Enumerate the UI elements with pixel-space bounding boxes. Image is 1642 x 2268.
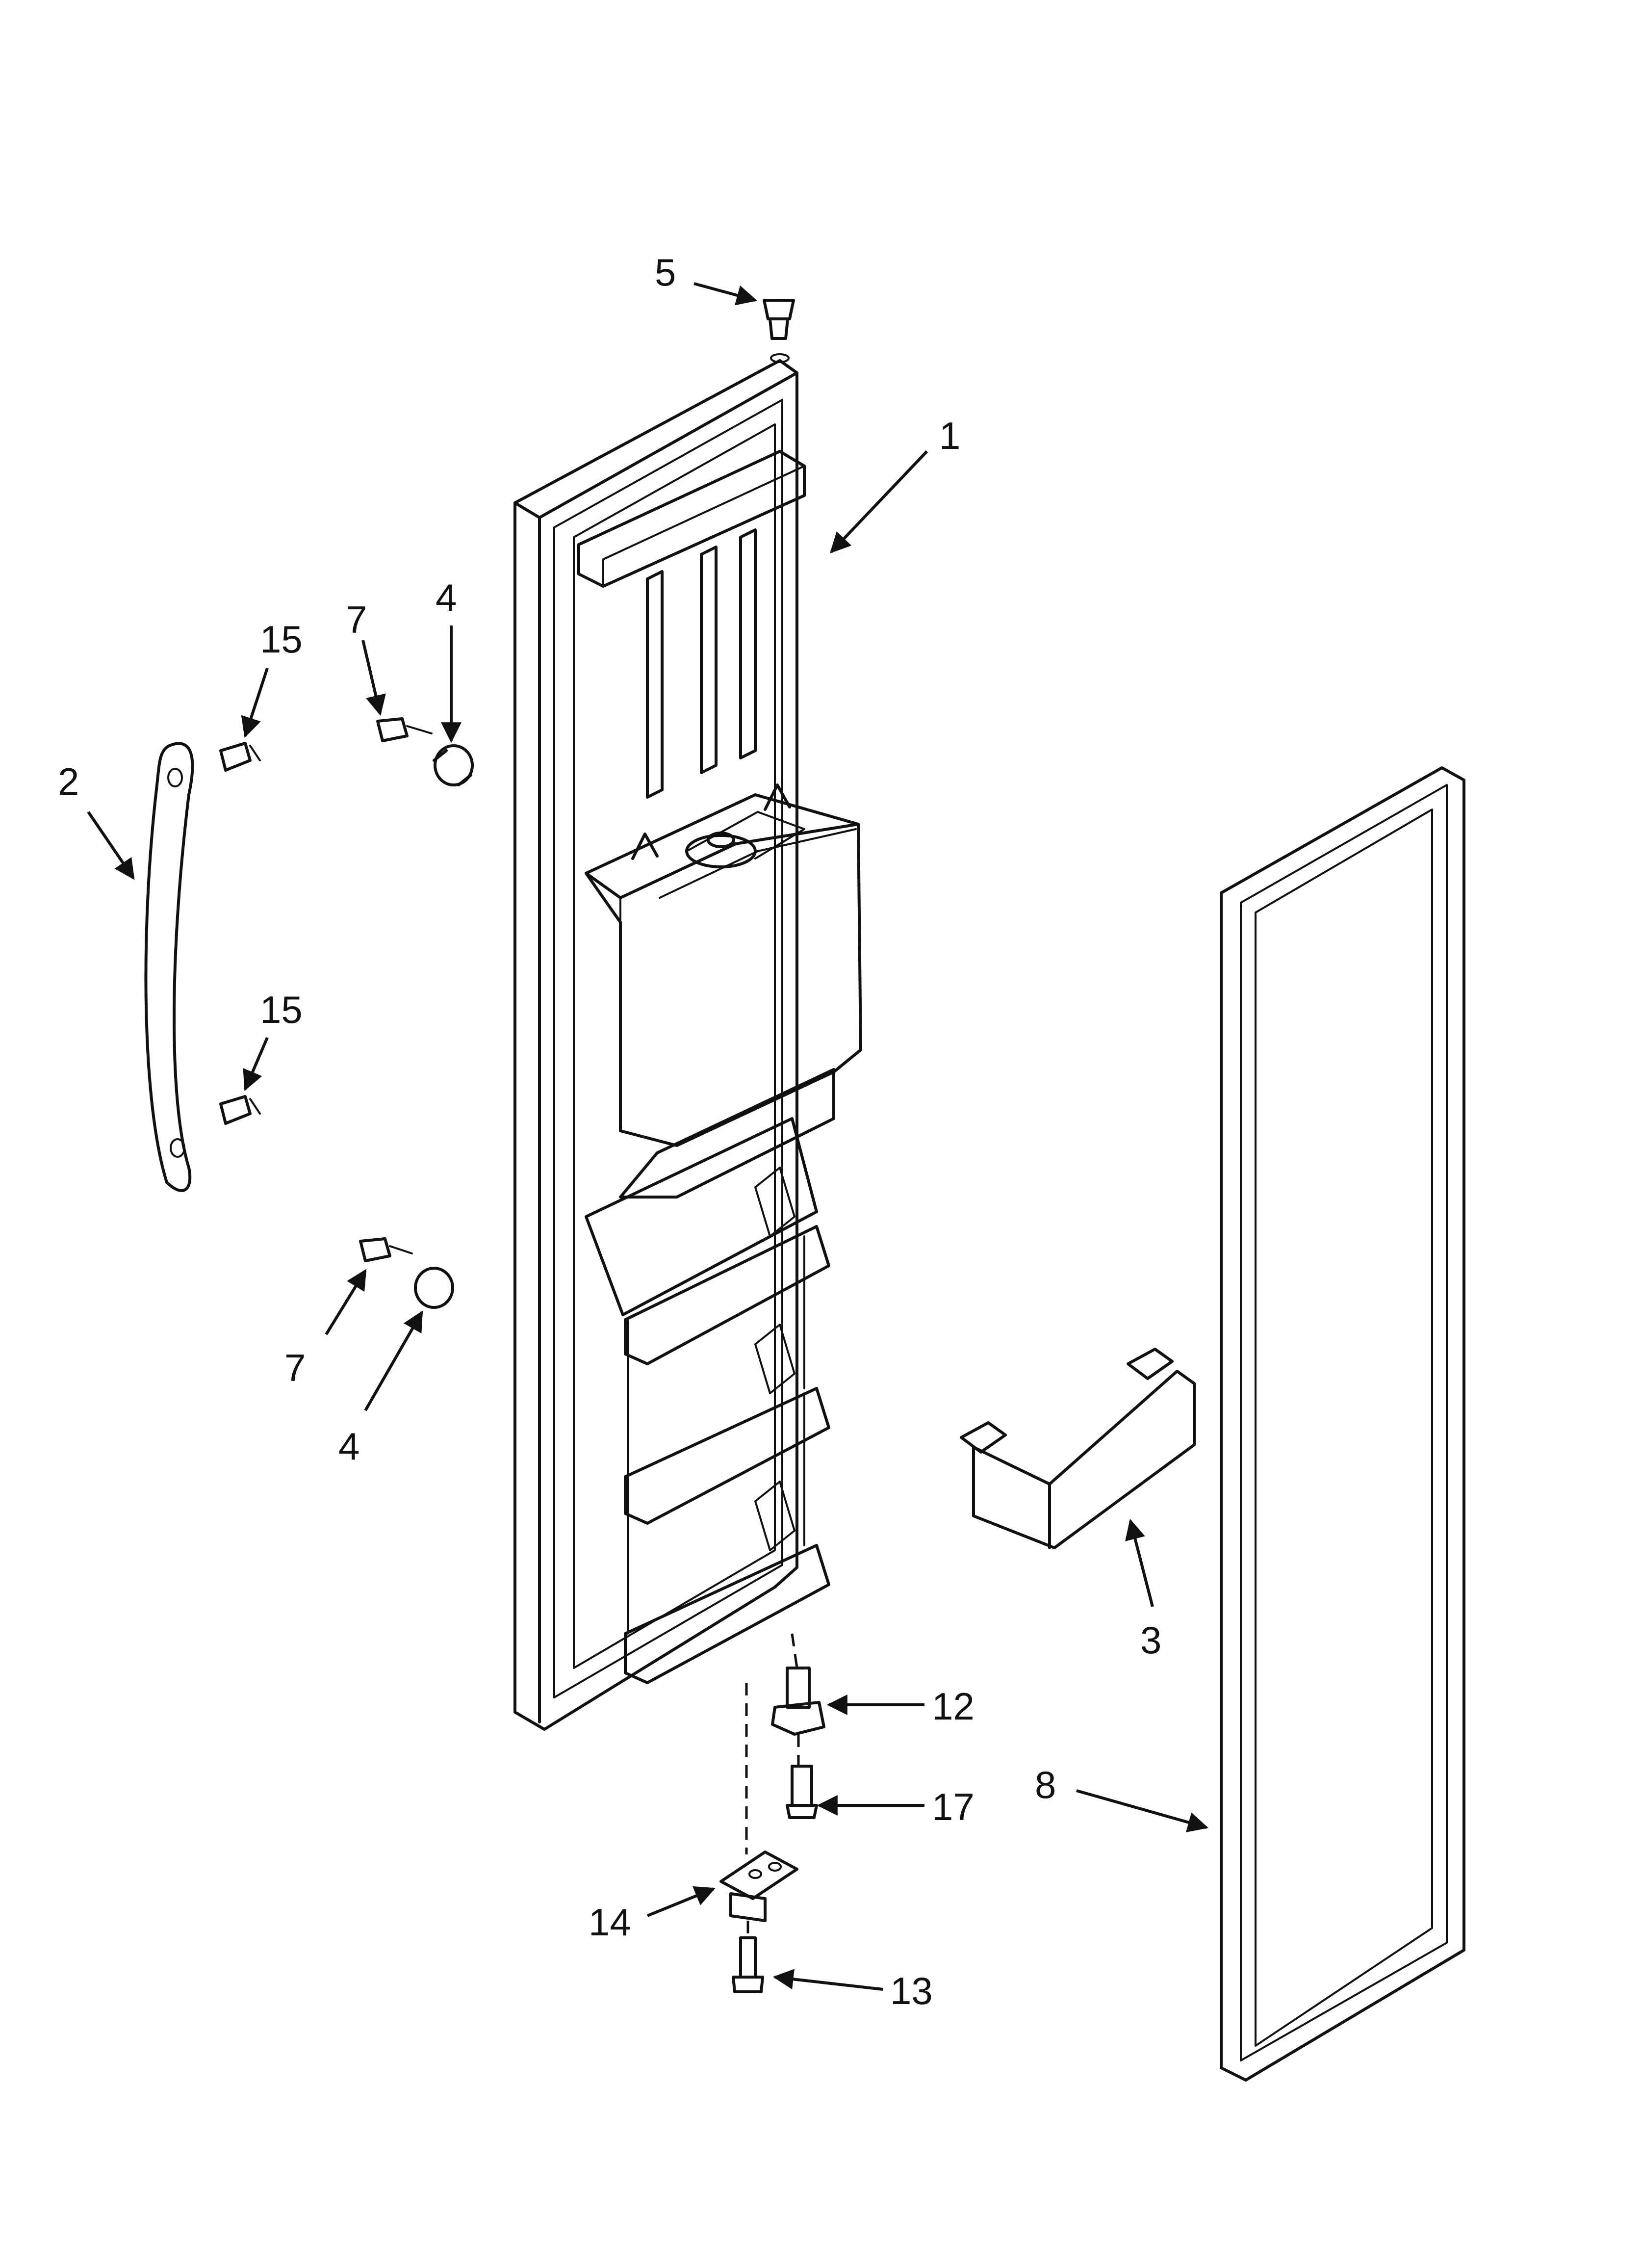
leader-4-lower [364, 1310, 423, 1411]
leader-8 [1076, 1789, 1209, 1832]
callout-1: 1 [939, 414, 960, 457]
callout-12: 12 [932, 1685, 975, 1728]
leader-15-lower [243, 1037, 269, 1091]
callout-7-upper: 7 [346, 598, 367, 641]
handle-part [144, 742, 194, 1192]
callout-15-upper: 15 [260, 618, 303, 661]
door-liner-part [513, 359, 862, 1731]
handle-screw-lower-part [219, 1095, 261, 1125]
spacer-screw-upper-part [376, 717, 433, 742]
callout-4-upper: 4 [436, 576, 457, 619]
leader-5 [693, 282, 758, 306]
leader-arrows [87, 282, 1209, 1991]
leader-1 [830, 450, 928, 554]
callout-8: 8 [1035, 1763, 1056, 1806]
bushing-part [763, 299, 795, 363]
leader-14 [646, 1886, 716, 1917]
leader-13 [772, 1969, 883, 1991]
callout-15-lower: 15 [260, 988, 303, 1031]
callout-14: 14 [589, 1901, 631, 1944]
leader-7-lower [325, 1269, 367, 1335]
door-gasket-part [1220, 766, 1465, 2082]
hinge-screw-part [732, 1936, 764, 1993]
hinge-pin-screw-part [786, 1765, 818, 1819]
leader-15-upper [241, 668, 269, 738]
leader-3 [1125, 1518, 1154, 1607]
handle-spacer-upper-part [433, 744, 474, 786]
hinge-pin-part [771, 1667, 825, 1736]
callout-4-lower: 4 [338, 1425, 359, 1468]
callout-7-lower: 7 [284, 1346, 306, 1389]
callout-17: 17 [932, 1785, 975, 1828]
door-bin-part [960, 1348, 1196, 1549]
leader-7-upper [361, 640, 386, 716]
handle-spacer-lower-part [414, 1267, 454, 1309]
callout-13: 13 [890, 1969, 933, 2012]
handle-screw-upper-part [219, 742, 261, 772]
spacer-screw-lower-part [359, 1237, 413, 1262]
leader-2 [87, 811, 135, 880]
callout-2: 2 [58, 760, 79, 803]
callout-5: 5 [655, 251, 676, 294]
callout-3: 3 [1140, 1618, 1161, 1662]
bottom-hinge-part [719, 1851, 798, 1922]
